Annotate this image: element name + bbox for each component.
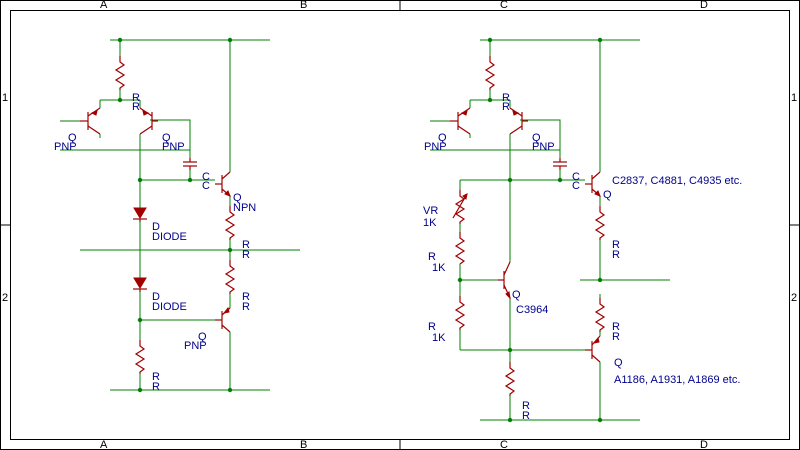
inner-border [10, 10, 790, 440]
left-rbot-label: R [152, 371, 160, 383]
right-resistor-top [484, 56, 496, 90]
left-r-top-label-2: R [132, 101, 140, 113]
left-pnp-q1 [60, 107, 101, 135]
left-d1-label: D [152, 221, 160, 233]
right-rmid2-label: R [612, 321, 620, 333]
left-diode-2 [133, 277, 147, 292]
right-c2-label: C [572, 180, 580, 192]
right-resistor-bottom [504, 362, 516, 396]
left-c1-label: C [202, 171, 210, 183]
right-r-top-label: R [502, 92, 510, 104]
left-qn-label: Q [233, 192, 242, 204]
zone-bottom-d: D [700, 439, 708, 450]
zone-left-1: 1 [2, 92, 8, 104]
left-q1-type: PNP [54, 141, 77, 153]
left-r-top-label: R [132, 92, 140, 104]
left-resistor-bottom [134, 340, 146, 374]
left-rmid1-label: R [242, 239, 250, 251]
right-rbot-label: R [522, 400, 530, 412]
right-resistor-r2 [454, 296, 466, 330]
right-r1-value: 1K [432, 262, 446, 274]
right-npn-q [585, 171, 601, 197]
right-npn-c3964 [498, 261, 511, 300]
left-rmid1-label-2: R [242, 249, 250, 261]
left-d2-label: D [152, 291, 160, 303]
zone-top-b: B [300, 0, 307, 11]
right-resistor-mid2 [594, 298, 606, 332]
left-q2-type: PNP [162, 141, 185, 153]
zone-bottom-b: B [300, 439, 307, 450]
right-q3-label: Q [512, 289, 521, 301]
left-junctions [117, 37, 233, 393]
left-circuit: R R Q PNP Q PNP C C Q NPN D DIODE R R D … [54, 37, 300, 393]
right-r-top-label-2: R [502, 101, 510, 113]
right-pnp-qbottom [585, 335, 601, 363]
zone-bottom-a: A [100, 439, 108, 450]
zone-bottom-c: C [500, 439, 508, 450]
right-vr-value: 1K [423, 217, 437, 229]
zone-top-d: D [700, 0, 708, 11]
right-qp-label: Q [614, 357, 623, 369]
left-resistor-mid2 [224, 260, 236, 294]
right-c1-label: C [572, 171, 580, 183]
left-q2-label: Q [162, 132, 171, 144]
right-q1-label: Q [438, 132, 447, 144]
left-c2-label: C [202, 180, 210, 192]
left-qn-type: NPN [233, 202, 256, 214]
right-r1-label: R [428, 251, 436, 263]
right-junctions [457, 37, 603, 423]
left-rbot-label-2: R [152, 381, 160, 393]
left-rmid2-label-2: R [242, 301, 250, 313]
right-qn-label: Q [603, 189, 612, 201]
left-q1-label: Q [68, 132, 77, 144]
left-pnp-qbottom [215, 306, 231, 333]
left-qp-label: Q [198, 331, 207, 343]
right-r2-value: 1K [432, 332, 446, 344]
zone-left-2: 2 [2, 292, 8, 304]
right-resistor-r1 [454, 232, 466, 265]
left-resistor-mid1 [224, 206, 236, 240]
left-d2-type: DIODE [152, 301, 187, 313]
right-resistor-mid1 [594, 206, 606, 240]
right-rbot-label-2: R [522, 410, 530, 422]
zone-right-1: 1 [791, 92, 797, 104]
right-q2-label: Q [532, 132, 541, 144]
right-variable-resistor [452, 190, 468, 224]
left-qp-type: PNP [184, 340, 207, 352]
zone-top-a: A [100, 0, 108, 11]
right-r2-label: R [428, 321, 436, 333]
right-q2-type: PNP [532, 141, 555, 153]
left-d1-type: DIODE [152, 231, 187, 243]
right-qn-parts: C2837, C4881, C4935 etc. [612, 175, 742, 187]
right-qp-parts: A1186, A1931, A1869 etc. [614, 374, 740, 386]
zone-right-2: 2 [791, 292, 797, 304]
right-rmid1-label: R [612, 239, 620, 251]
right-q3-part: C3964 [516, 304, 548, 316]
right-circuit: R R Q PNP Q PNP C C C2837, C4881, C4935 … [423, 37, 742, 423]
right-wires [430, 39, 670, 421]
zone-top-c: C [500, 0, 508, 11]
left-wires [60, 39, 300, 391]
right-vr-label: VR [423, 205, 438, 217]
right-pnp-q2 [509, 107, 528, 135]
right-pnp-q1 [430, 107, 471, 135]
right-rmid2-label-2: R [612, 331, 620, 343]
right-capacitor [553, 158, 567, 170]
left-diode-1 [133, 207, 147, 222]
left-capacitor [183, 158, 197, 170]
right-rmid1-label-2: R [612, 249, 620, 261]
left-pnp-q2 [139, 107, 158, 135]
left-rmid2-label: R [242, 291, 250, 303]
left-resistor-top [114, 56, 126, 90]
right-q1-type: PNP [424, 141, 447, 153]
left-npn-q [215, 171, 231, 197]
